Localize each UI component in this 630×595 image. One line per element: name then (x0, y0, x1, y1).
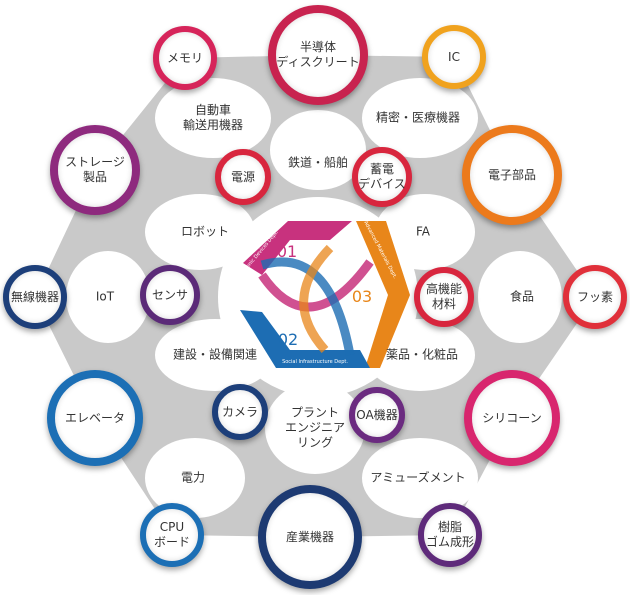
application-field-label: 食品 (509, 289, 535, 304)
dept-02-name: Social Infrastructure Dept. (282, 358, 348, 365)
industry-node: カメラ (212, 384, 268, 440)
industry-node: 蓄電 デバイス (352, 147, 412, 207)
dept-02-panel (240, 310, 370, 368)
industry-node: OA機器 (349, 387, 405, 443)
application-field-label: アミューズメント (370, 470, 466, 485)
industry-node: 産業機器 (258, 485, 362, 589)
industry-node: シリコーン (464, 370, 560, 466)
application-field-label: プラント エンジニア リング (284, 405, 346, 450)
dept-01-number: 01 (276, 242, 298, 261)
application-field-label: ロボット (180, 224, 230, 239)
application-field-label: 精密・医療機器 (375, 110, 461, 125)
industry-node: 高機能 材料 (414, 267, 474, 327)
industry-node: 電子部品 (462, 125, 562, 225)
industry-node: 半導体 ディスクリート (268, 5, 368, 105)
industry-node: CPU ボード (140, 503, 204, 567)
application-field-label: 自動車 輸送用機器 (182, 103, 244, 132)
application-field-label: 薬品・化粧品 (385, 347, 459, 362)
industry-node: 樹脂 ゴム成形 (418, 503, 482, 567)
application-field-label: FA (415, 224, 431, 239)
industry-node: エレベータ (47, 370, 143, 466)
dept-03-panel (356, 221, 410, 368)
center-logo (240, 221, 410, 368)
industry-node: ストレージ 製品 (50, 125, 140, 215)
industry-node: 電源 (215, 149, 271, 205)
application-field-label: IoT (95, 289, 115, 304)
industry-node: メモリ (153, 26, 217, 90)
application-field-label: 電力 (180, 470, 206, 485)
industry-node: IC (422, 25, 486, 89)
industry-node: 無線機器 (3, 265, 67, 329)
industry-node: フッ素 (563, 265, 627, 329)
application-field-label: 建設・設備関連 (172, 347, 258, 362)
application-field-label: 鉄道・船舶 (287, 155, 349, 170)
dept-03-number: 03 (351, 287, 373, 306)
industry-node: センサ (140, 265, 200, 325)
dept-02-number: 02 (277, 330, 299, 349)
